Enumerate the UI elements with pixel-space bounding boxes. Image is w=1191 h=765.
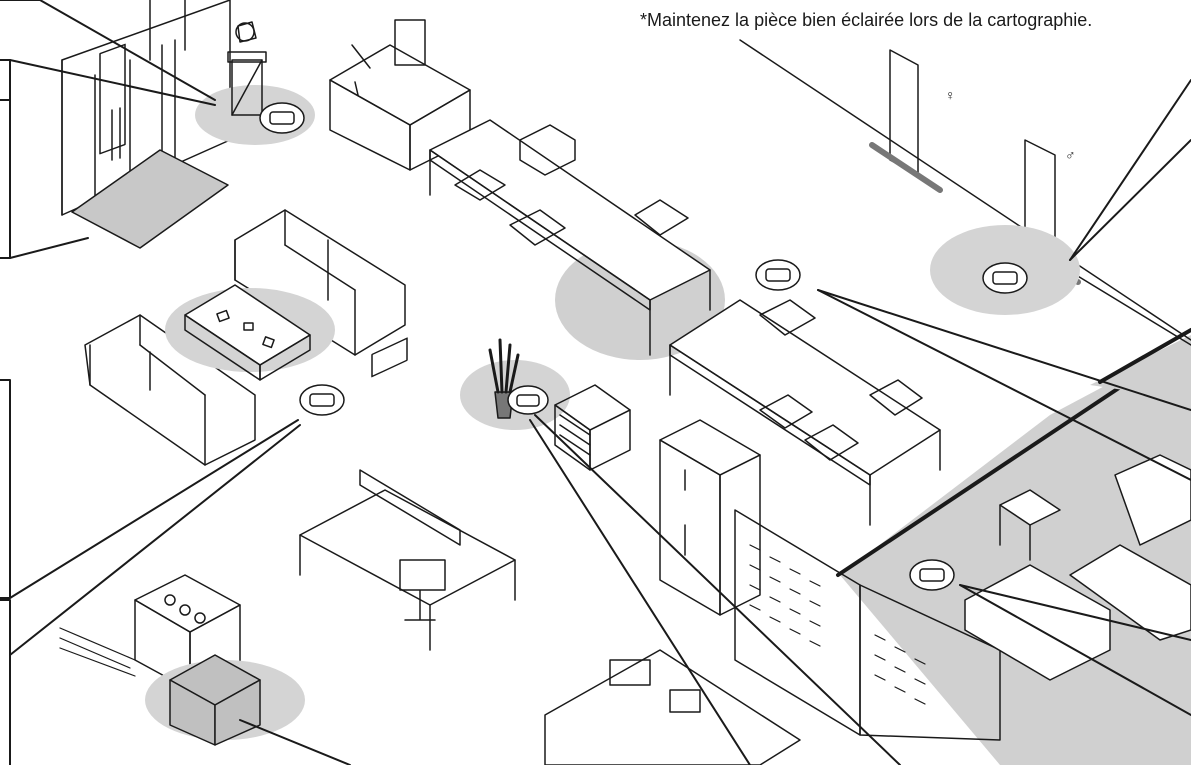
door-mat — [71, 149, 229, 249]
potted-plant — [460, 338, 570, 430]
chair — [759, 394, 813, 429]
chair — [509, 209, 566, 246]
workstation-desks-bottom — [544, 649, 801, 765]
robot-vacuum — [507, 385, 549, 415]
robot-vacuums — [259, 102, 1028, 591]
chair — [519, 124, 576, 176]
robot-vacuum — [299, 384, 345, 416]
chair — [454, 169, 506, 201]
workstation-desks — [299, 337, 516, 651]
robot-vacuum — [909, 559, 955, 591]
office-printer — [554, 384, 631, 471]
conference-table — [669, 299, 941, 526]
svg-text:♂: ♂ — [1065, 147, 1076, 163]
sofa-right — [234, 209, 406, 356]
chair — [759, 299, 816, 336]
restroom-doors: ♀ ♂ — [869, 49, 1081, 315]
robot-vacuum — [982, 262, 1028, 294]
reception-desk — [329, 19, 471, 171]
chair — [804, 424, 859, 461]
sofa-left — [84, 314, 256, 466]
robot-vacuum — [755, 259, 801, 291]
lighting-note: *Maintenez la pièce bien éclairée lors d… — [640, 10, 1093, 30]
chair — [634, 199, 689, 236]
storage-cabinets — [734, 509, 1001, 741]
robot-vacuum — [259, 102, 305, 134]
lounge-furniture — [964, 454, 1191, 681]
refrigerators — [659, 419, 761, 616]
coffee-table — [165, 284, 335, 381]
cardboard-box — [145, 654, 305, 746]
office-chair — [399, 559, 446, 621]
chair — [869, 379, 923, 416]
meeting-table — [429, 119, 725, 360]
lounge-room-floor — [836, 328, 1191, 765]
svg-text:♀: ♀ — [945, 87, 956, 103]
